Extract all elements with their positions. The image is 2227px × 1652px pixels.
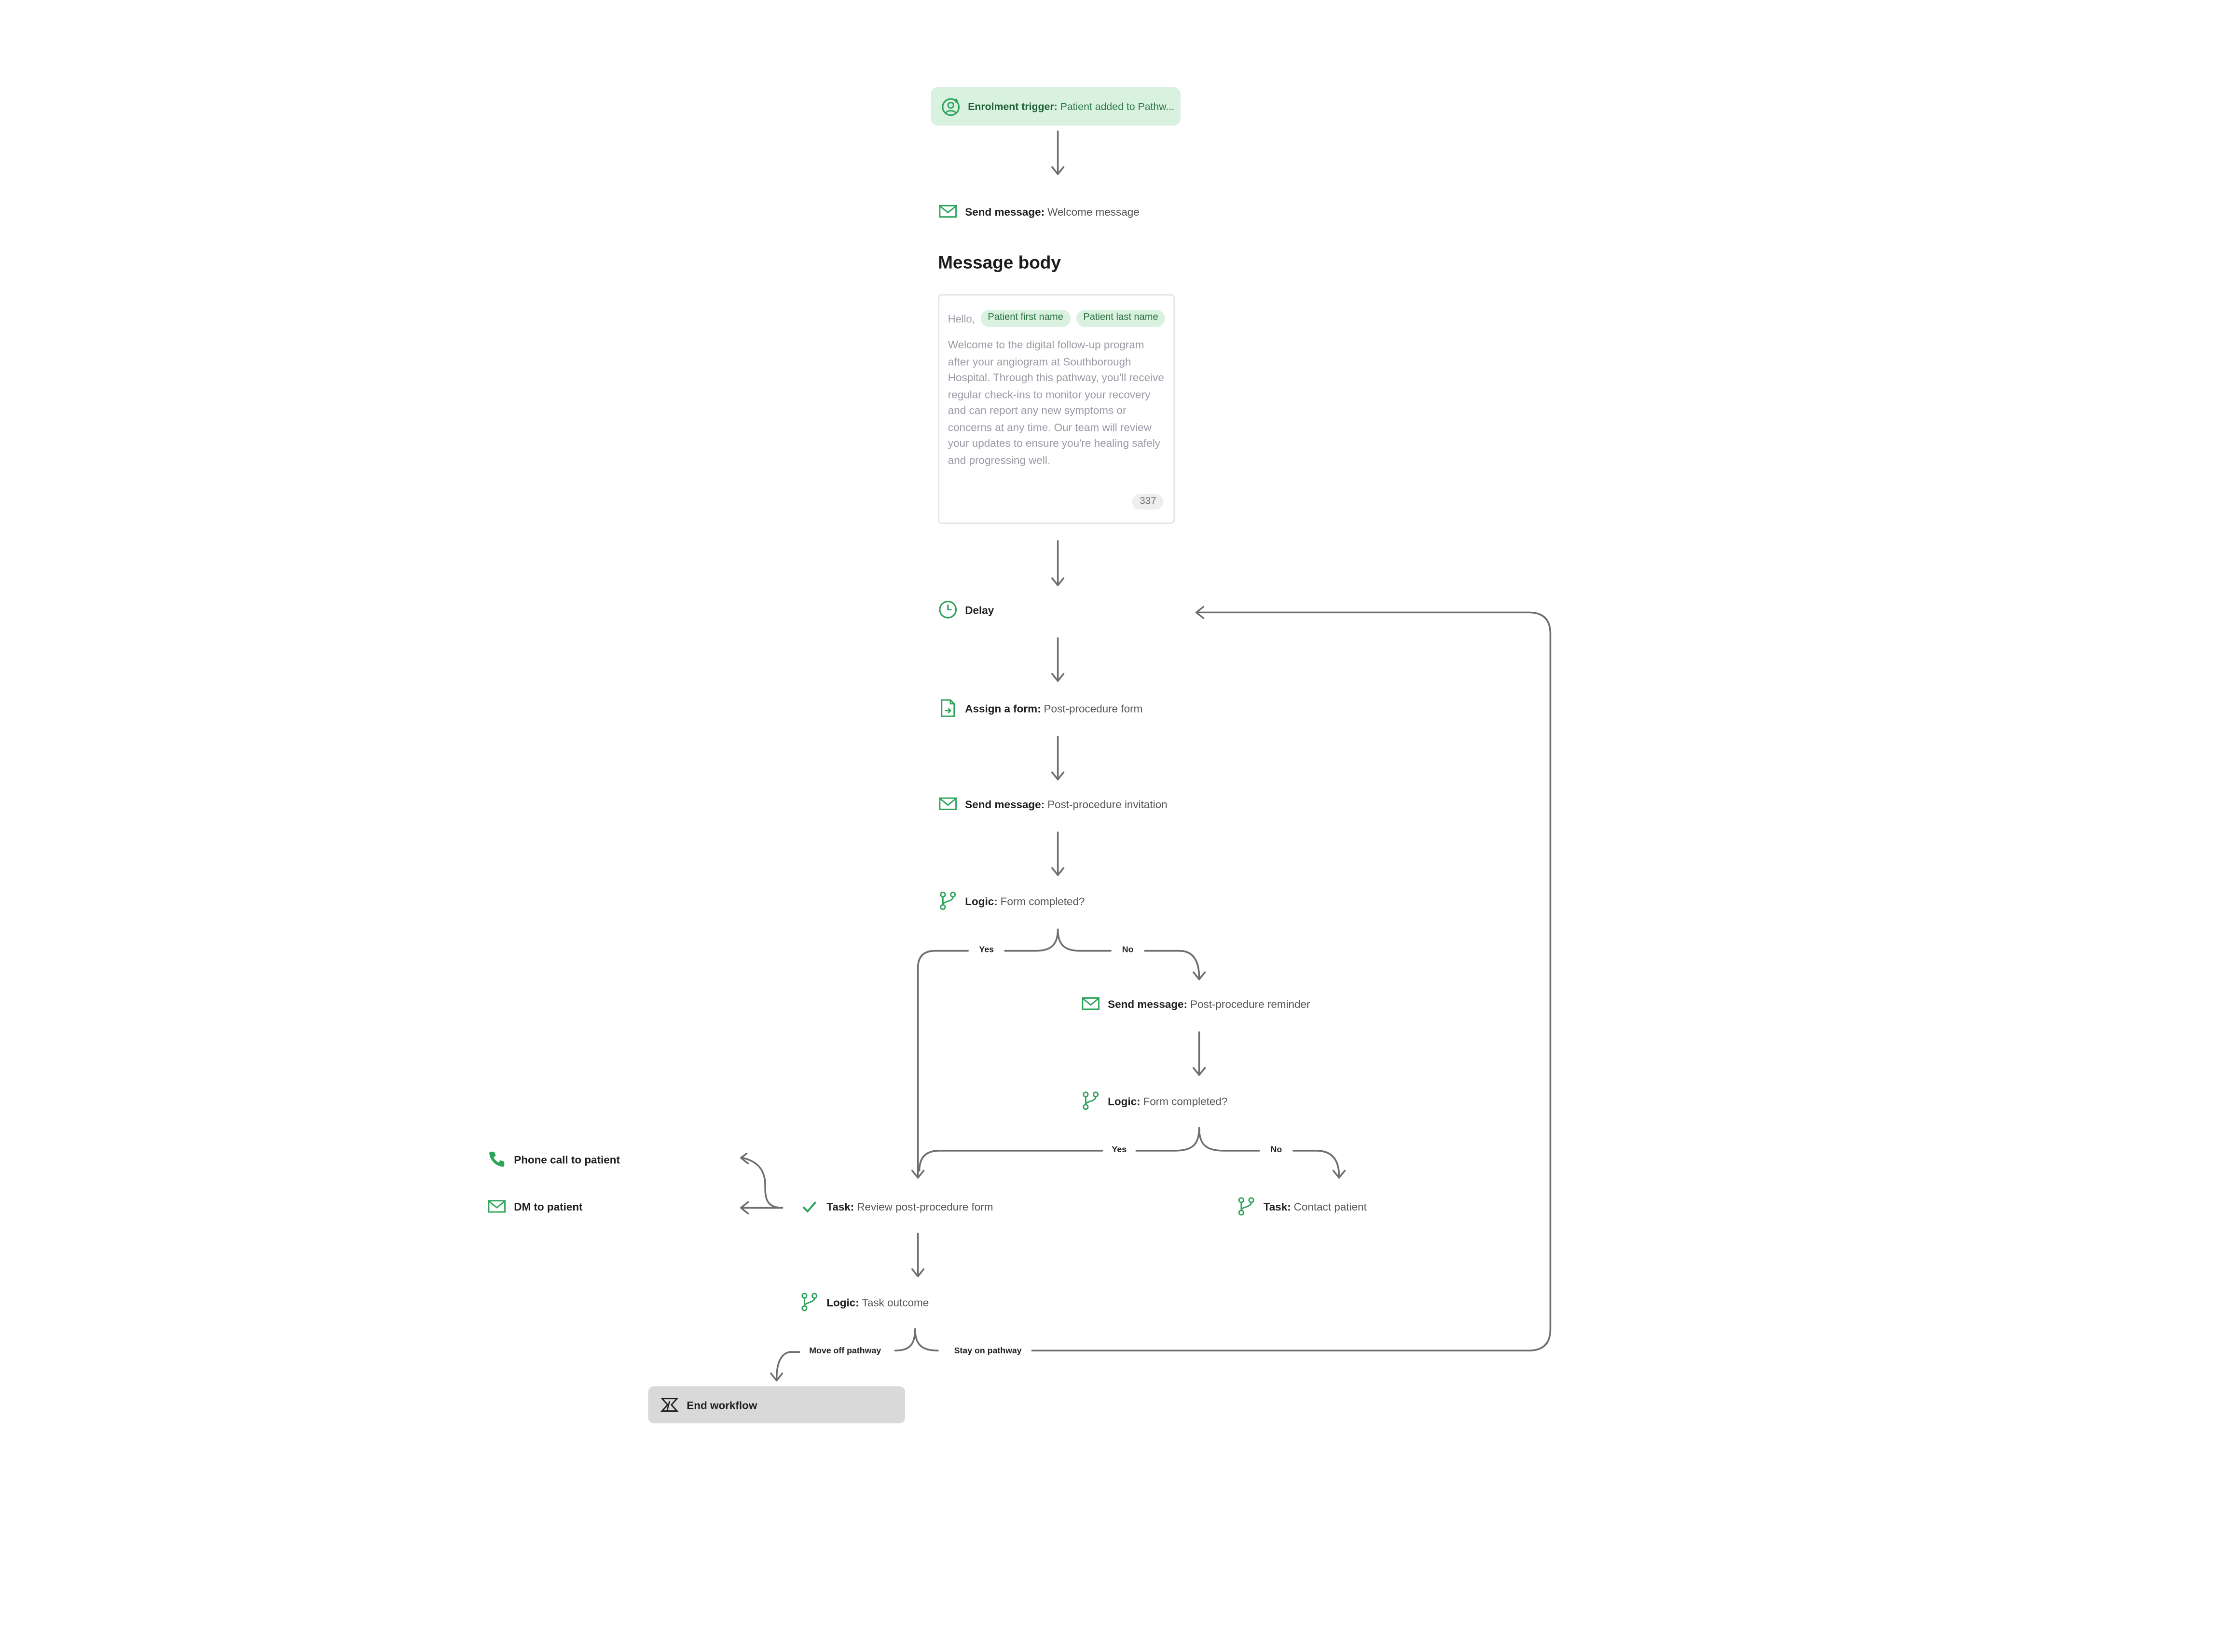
connector-trigger-to-welcome [1051, 130, 1065, 175]
task-review-value: Review post-procedure form [857, 1200, 993, 1213]
send-invitation-node[interactable]: Send message: Post-procedure invitation [938, 794, 1168, 813]
message-body-heading: Message body [938, 252, 1061, 273]
task-contact-node[interactable]: Task: Contact patient [1236, 1197, 1367, 1216]
connector-task-to-contact-options [740, 1153, 784, 1214]
message-body-text[interactable]: Welcome to the digital follow-up program… [948, 338, 1164, 467]
logic1-label: Logic: [965, 894, 998, 908]
enrolment-trigger-node[interactable]: Enrolment trigger: Patient added to Path… [931, 87, 1181, 126]
connector-reminder-to-logic2 [1192, 1031, 1206, 1076]
assign-form-label: Assign a form: [965, 702, 1041, 715]
branch-icon [1236, 1197, 1256, 1216]
connector-logic2-branches [918, 1127, 1346, 1179]
connector-logic1-branches [911, 928, 1206, 1179]
delay-node[interactable]: Delay [938, 600, 994, 620]
task-contact-label: Task: [1263, 1200, 1291, 1213]
mail-icon [938, 201, 958, 221]
mail-icon [938, 794, 958, 813]
branch-label-no: No [1119, 946, 1137, 955]
trigger-value: Patient added to Pathw... [1060, 100, 1175, 113]
send-reminder-value: Post-procedure reminder [1190, 997, 1310, 1010]
logic1-value: Form completed? [1000, 894, 1085, 908]
branch-label-stay-on-pathway: Stay on pathway [951, 1348, 1025, 1357]
branch-label-yes: Yes [976, 946, 997, 955]
task-contact-value: Contact patient [1293, 1200, 1367, 1213]
character-count-badge: 337 [1132, 494, 1164, 510]
logic2-label: Logic: [1108, 1094, 1141, 1107]
mail-icon [487, 1197, 507, 1216]
chip-patient-first-name[interactable]: Patient first name [980, 310, 1071, 327]
connector-outcome-branches [770, 606, 1552, 1382]
task-review-label: Task: [826, 1200, 854, 1213]
mail-icon [1081, 993, 1100, 1013]
connector-form-to-invitation [1051, 736, 1065, 781]
send-welcome-label: Send message: [965, 205, 1045, 218]
user-add-icon [941, 96, 961, 116]
branch-icon [1081, 1091, 1100, 1111]
logic-form-completed-node[interactable]: Logic: Form completed? [938, 891, 1085, 910]
assign-form-node[interactable]: Assign a form: Post-procedure form [938, 698, 1142, 718]
connector-task-to-outcome [911, 1232, 925, 1278]
logic-outcome-label: Logic: [826, 1295, 859, 1308]
assign-form-value: Post-procedure form [1044, 702, 1143, 715]
send-invitation-label: Send message: [965, 797, 1045, 811]
phone-call-label: Phone call to patient [514, 1153, 620, 1166]
send-reminder-node[interactable]: Send message: Post-procedure reminder [1081, 993, 1310, 1013]
form-icon [938, 698, 958, 718]
end-flag-icon [660, 1395, 679, 1415]
logic-form-completed-2-node[interactable]: Logic: Form completed? [1081, 1091, 1227, 1111]
delay-label: Delay [965, 603, 994, 616]
connector-message-to-delay [1051, 540, 1065, 586]
connector-invitation-to-logic [1051, 831, 1065, 876]
clock-icon [938, 600, 958, 620]
send-welcome-value: Welcome message [1047, 205, 1140, 218]
send-reminder-label: Send message: [1108, 997, 1188, 1010]
send-invitation-value: Post-procedure invitation [1047, 797, 1168, 811]
message-greeting-row: Hello, Patient first name Patient last n… [948, 310, 1166, 327]
task-review-node[interactable]: Task: Review post-procedure form [799, 1197, 993, 1216]
branch-label-no: No [1267, 1146, 1285, 1155]
phone-call-node[interactable]: Phone call to patient [487, 1149, 620, 1169]
branch-label-yes: Yes [1109, 1146, 1130, 1155]
end-workflow-node[interactable]: End workflow [648, 1386, 906, 1424]
phone-icon [487, 1149, 507, 1169]
branch-icon [799, 1292, 819, 1312]
chip-patient-last-name[interactable]: Patient last name [1076, 310, 1166, 327]
branch-icon [938, 891, 958, 910]
check-icon [799, 1197, 819, 1216]
logic-outcome-value: Task outcome [862, 1295, 929, 1308]
send-welcome-node[interactable]: Send message: Welcome message [938, 201, 1140, 221]
branch-label-move-off-pathway: Move off pathway [806, 1348, 884, 1357]
logic2-value: Form completed? [1143, 1094, 1228, 1107]
dm-patient-node[interactable]: DM to patient [487, 1197, 583, 1216]
trigger-label: Enrolment trigger: [968, 100, 1058, 113]
logic-task-outcome-node[interactable]: Logic: Task outcome [799, 1292, 929, 1312]
message-body-card[interactable]: Hello, Patient first name Patient last n… [938, 294, 1175, 524]
end-workflow-label: End workflow [687, 1398, 757, 1411]
greeting-text: Hello, [948, 312, 975, 325]
dm-patient-label: DM to patient [514, 1200, 583, 1213]
connector-delay-to-form [1051, 637, 1065, 682]
